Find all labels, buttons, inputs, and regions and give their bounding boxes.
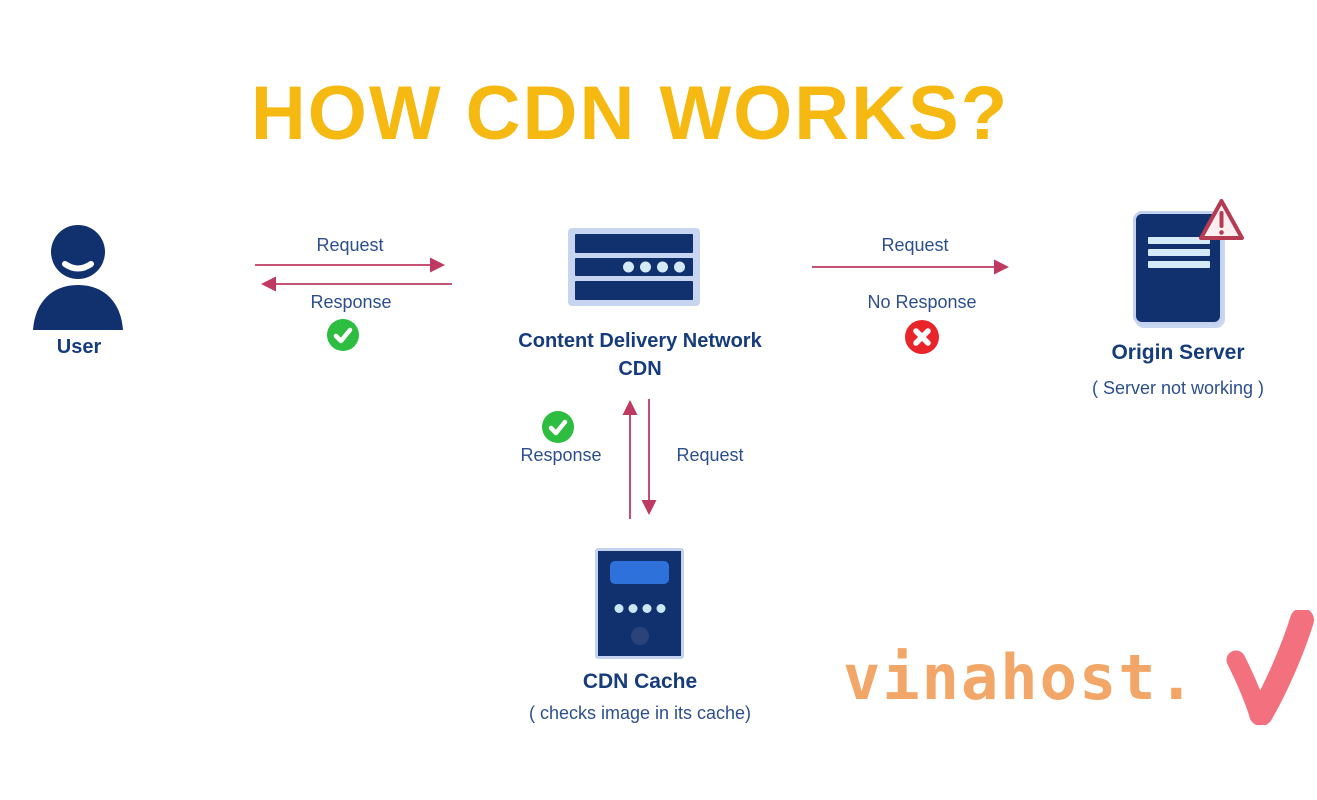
cdn-cache-request-label: Request xyxy=(676,445,744,465)
user-label: User xyxy=(56,336,102,358)
cdn-origin-request-label: Request xyxy=(881,235,949,255)
x-circle-icon xyxy=(905,320,939,354)
origin-server-status-text: ( Server not working ) xyxy=(1091,378,1265,398)
warning-triangle-icon xyxy=(1199,199,1244,240)
cache-server-screen xyxy=(610,561,669,584)
cdn-rack-lights xyxy=(623,261,685,273)
watermark-text: vinahost. xyxy=(843,641,1197,714)
cdn-server-icon xyxy=(568,228,700,306)
page-title: HOW CDN WORKS? xyxy=(250,71,1010,156)
cache-server-button xyxy=(630,627,649,645)
check-circle-icon xyxy=(327,319,359,351)
user-cdn-response-label: Response xyxy=(310,292,392,312)
cache-server-lights xyxy=(614,604,665,613)
check-circle-icon xyxy=(542,411,574,443)
cache-label: CDN Cache xyxy=(582,670,698,693)
origin-server-slots xyxy=(1148,237,1210,268)
cdn-rack-bar xyxy=(575,257,693,277)
cdn-rack-bar xyxy=(575,234,693,253)
origin-server-label: Origin Server xyxy=(1111,341,1245,364)
cdn-origin-response-label: No Response xyxy=(867,292,977,312)
cdn-label: Content Delivery Network xyxy=(518,330,762,352)
v-check-mark-icon xyxy=(1226,610,1314,725)
person-icon xyxy=(33,225,123,330)
cdn-sublabel: CDN xyxy=(618,358,662,380)
user-cdn-request-label: Request xyxy=(316,235,384,255)
cdn-rack-bar xyxy=(575,281,693,301)
cdn-cache-response-label: Response xyxy=(520,445,602,465)
cache-sublabel: ( checks image in its cache) xyxy=(528,703,752,723)
cache-server-icon xyxy=(595,548,684,659)
